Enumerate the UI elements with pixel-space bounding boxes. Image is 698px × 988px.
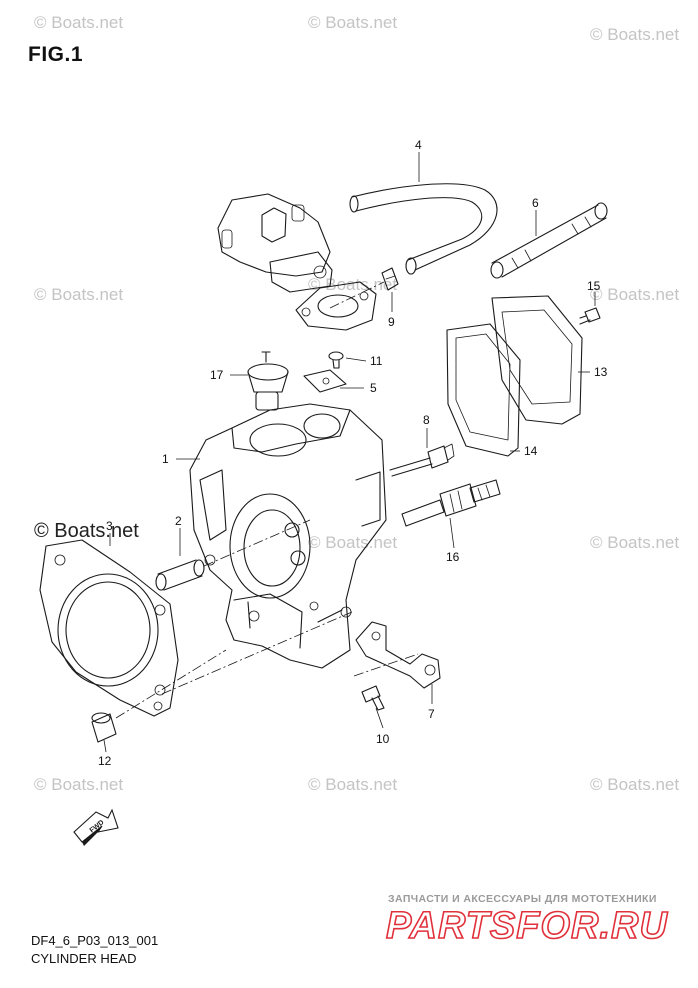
- callout-1: 1: [162, 452, 169, 466]
- callout-13: 13: [594, 365, 608, 379]
- callout-6: 6: [532, 196, 539, 210]
- drawing-code: DF4_6_P03_013_001: [31, 933, 159, 948]
- part-1-cylinder-head: [189, 403, 387, 669]
- callout-17: 17: [210, 368, 224, 382]
- watermark: © Boats.net: [308, 533, 397, 552]
- watermark: © Boats.net: [34, 285, 123, 304]
- part-4-hose: [349, 183, 498, 275]
- part-11-screw: [328, 351, 344, 369]
- figure-title: FIG.1: [28, 43, 84, 66]
- watermark: © Boats.net: [590, 285, 679, 304]
- callout-5: 5: [370, 381, 377, 395]
- part-thermostat-cover: [217, 193, 377, 331]
- callout-2: 2: [175, 514, 182, 528]
- watermark: © Boats.net: [308, 775, 397, 794]
- callout-11: 11: [370, 354, 383, 368]
- assembly-guide-lines: [115, 281, 419, 719]
- callout-9: 9: [388, 315, 395, 329]
- callout-10: 10: [376, 732, 390, 746]
- callout-numbers: 1 2 3 4 5 6 7 8 9 10 11 12 13 14 15 16 1…: [98, 138, 608, 768]
- watermark: © Boats.net: [590, 533, 679, 552]
- watermark-text: © Boats.net: [34, 520, 139, 542]
- part-17-thermostat: [247, 351, 289, 411]
- callout-15: 15: [587, 279, 601, 293]
- figure-caption: CYLINDER HEAD: [31, 951, 137, 966]
- part-9-clip: [381, 267, 399, 291]
- callout-3: 3: [106, 519, 113, 533]
- part-14-gasket: [446, 323, 521, 457]
- callout-16: 16: [446, 550, 460, 564]
- part-15-bolt: [579, 307, 601, 325]
- watermark: © Boats.net: [590, 25, 679, 44]
- watermark-layer: © Boats.net © Boats.net © Boats.net © Bo…: [34, 13, 679, 794]
- fwd-arrow-icon: FWD: [73, 808, 119, 846]
- part-3-gasket: [39, 539, 179, 717]
- callout-7: 7: [428, 707, 435, 721]
- leader-lines: [103, 152, 596, 753]
- callout-8: 8: [423, 413, 430, 427]
- part-8-stud: [389, 443, 455, 477]
- callout-14: 14: [524, 444, 538, 458]
- part-2-dowel: [155, 559, 205, 591]
- callout-12: 12: [98, 754, 112, 768]
- part-10-bolt: [361, 685, 385, 711]
- part-5-plate: [303, 369, 347, 393]
- callout-4: 4: [415, 138, 422, 152]
- footer-logo: PARTSFOR.RU: [385, 904, 668, 948]
- watermark: © Boats.net: [34, 775, 123, 794]
- watermark: © Boats.net: [308, 13, 397, 32]
- part-12-dowel: [91, 712, 117, 743]
- watermark: © Boats.net: [590, 775, 679, 794]
- watermark: © Boats.net: [34, 13, 123, 32]
- footer-tagline: ЗАПЧАСТИ И АКСЕССУАРЫ ДЛЯ МОТОТЕХНИКИ: [388, 893, 657, 905]
- part-13-cover: [491, 295, 583, 425]
- part-7-bracket: [355, 621, 441, 689]
- part-16-spark-plug: [401, 479, 501, 527]
- part-6-pipe: [490, 202, 608, 279]
